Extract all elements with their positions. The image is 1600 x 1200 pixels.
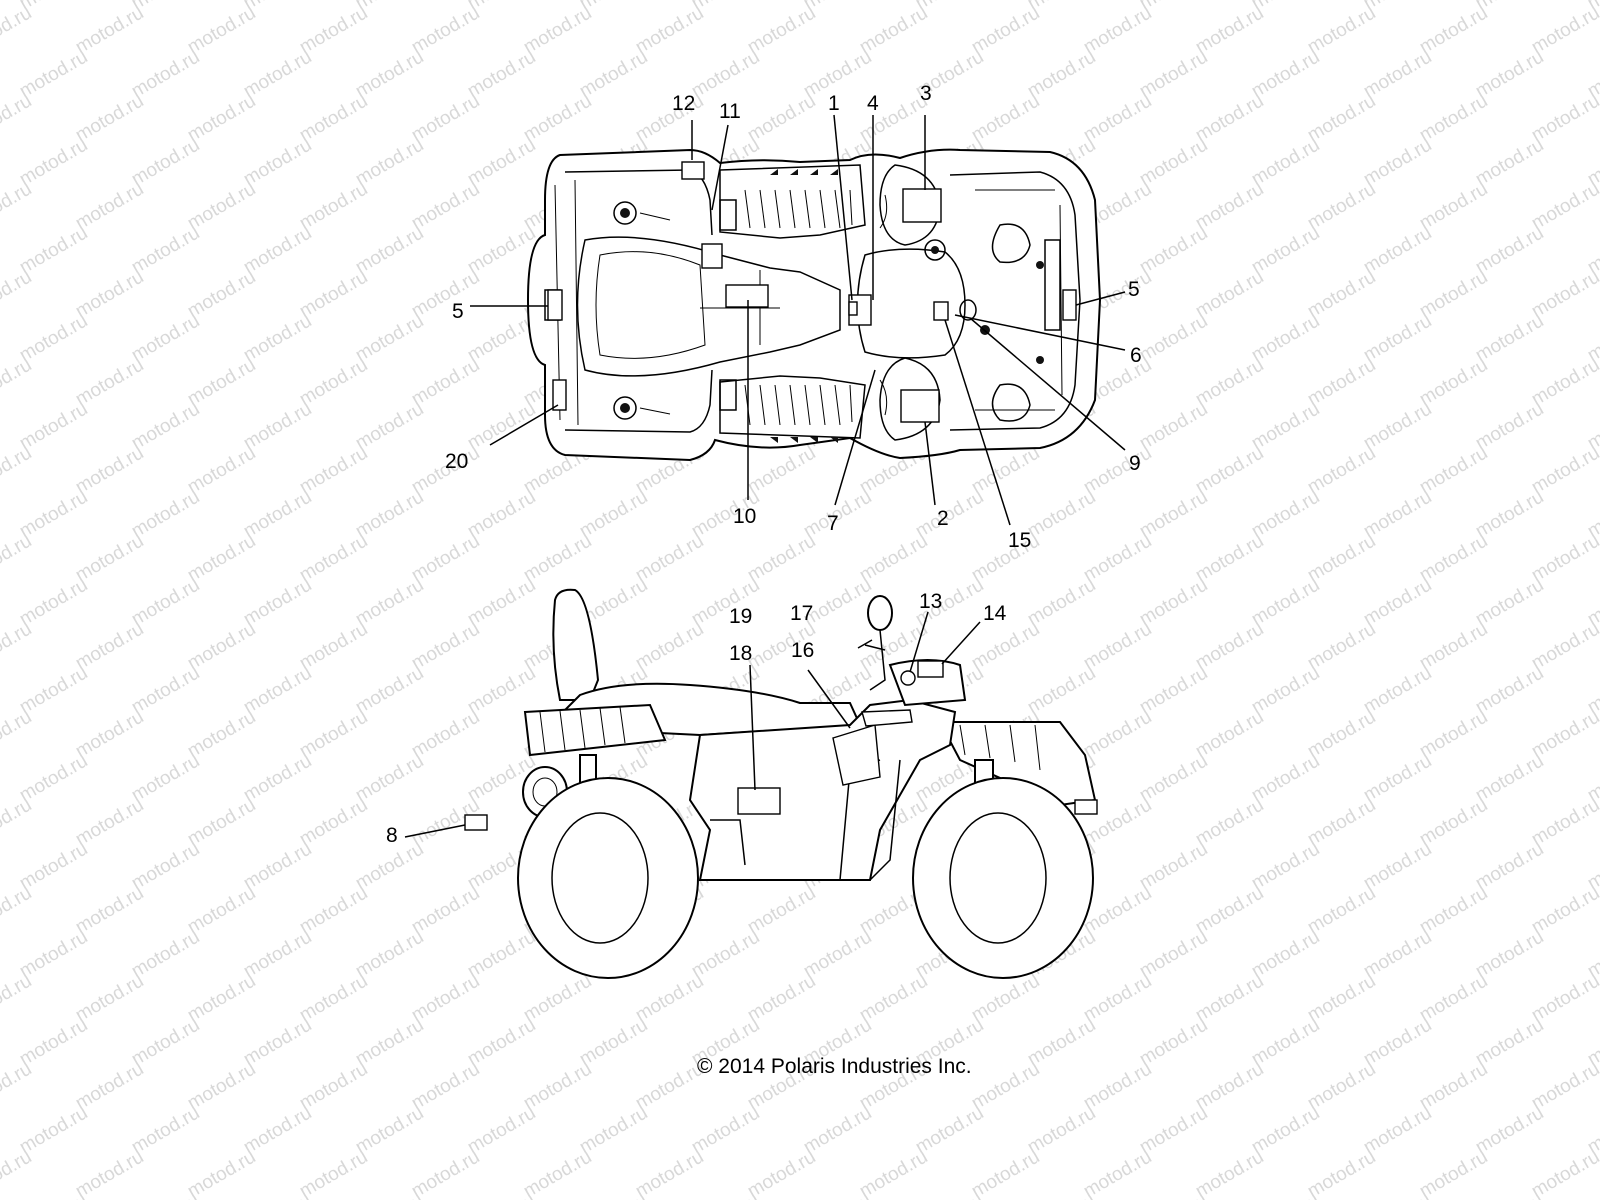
top-body-outline [526, 148, 1102, 462]
passenger-backrest [552, 588, 600, 701]
decal-2 [900, 389, 940, 423]
front-wheel [912, 777, 1094, 979]
atv-side-view [404, 588, 1098, 979]
decal-14 [917, 660, 944, 678]
decal-16 [832, 724, 881, 786]
leader-lines-top [470, 114, 1126, 526]
callout-8: 8 [386, 824, 398, 847]
decal-5-rear [547, 289, 563, 321]
callout-9: 9 [1129, 452, 1141, 475]
callout-11: 11 [719, 100, 741, 123]
front-vent-slot [1044, 239, 1061, 331]
decal-label-small [701, 243, 723, 269]
footwell-upper [719, 164, 866, 239]
callout-18: 18 [729, 642, 752, 665]
copyright-text: © 2014 Polaris Industries Inc. [697, 1055, 972, 1078]
callout-10: 10 [733, 505, 756, 528]
footwell-lower [719, 375, 866, 439]
decal-10 [725, 284, 769, 308]
callout-16: 16 [791, 639, 814, 662]
front-rack [949, 171, 1081, 431]
decal-8 [464, 814, 488, 831]
leader-lines-side [404, 611, 981, 838]
callout-5-right: 5 [1128, 278, 1140, 301]
callout-7: 7 [827, 512, 839, 535]
callout-13: 13 [919, 590, 942, 613]
seat-outline [576, 236, 841, 377]
decal-3 [902, 188, 942, 223]
callout-2: 2 [937, 507, 949, 530]
callout-labels: 12 11 1 4 3 5 5 6 9 20 10 7 2 15 19 17 1… [386, 82, 1142, 847]
callout-12: 12 [672, 92, 695, 115]
side-rear-rack [523, 703, 667, 757]
decal-5-front [1062, 289, 1077, 321]
callout-20: 20 [445, 450, 468, 473]
decal-20 [552, 379, 567, 411]
callout-15: 15 [1008, 529, 1031, 552]
callout-4: 4 [867, 92, 879, 115]
side-body [688, 698, 957, 881]
footrest-treads-lower [744, 384, 853, 426]
rear-wheel [517, 777, 699, 979]
mirror [867, 595, 893, 631]
callout-1: 1 [828, 92, 840, 115]
decal-rear-fender [1074, 799, 1098, 815]
callout-17: 17 [790, 602, 813, 625]
decal-13 [900, 670, 916, 686]
decal-18 [737, 787, 781, 815]
decal-17 [861, 709, 913, 727]
callout-14: 14 [983, 602, 1007, 625]
callout-6: 6 [1130, 344, 1142, 367]
callout-3: 3 [920, 82, 932, 105]
callout-19: 19 [729, 605, 752, 628]
decal-12 [681, 161, 705, 180]
footrest-treads-upper [744, 189, 853, 229]
decal-1 [848, 301, 858, 316]
atv-top-view [470, 114, 1126, 526]
decal-15 [933, 301, 949, 321]
callout-5-left: 5 [452, 300, 464, 323]
